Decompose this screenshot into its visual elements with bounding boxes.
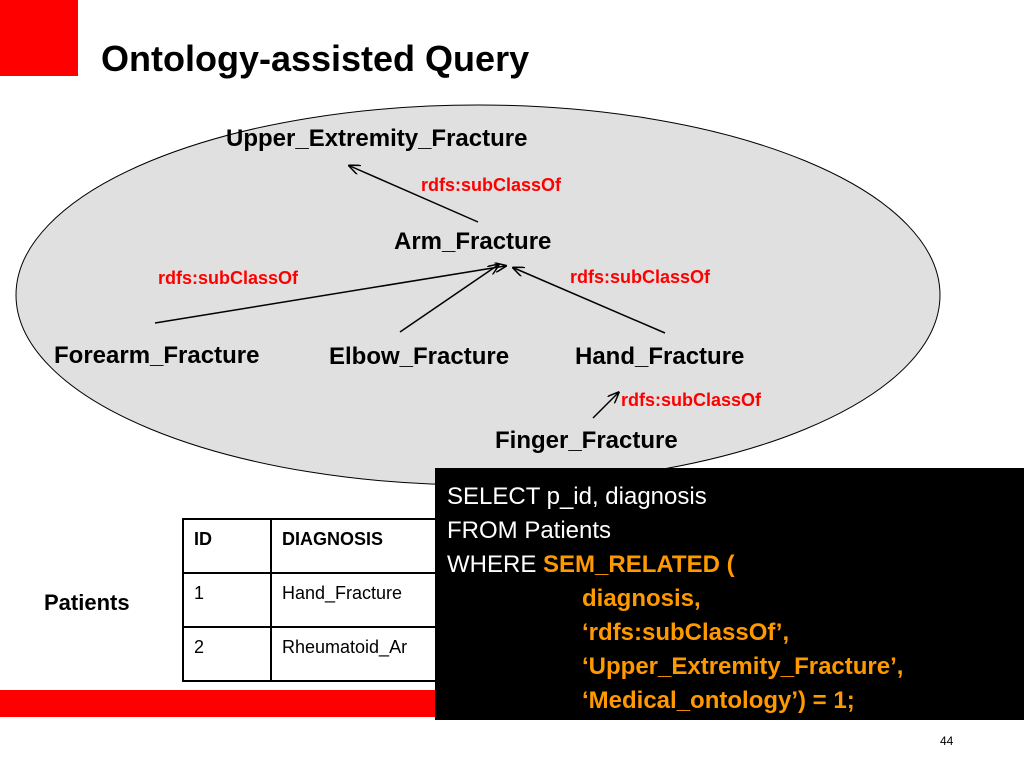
patients-table-label: Patients	[44, 590, 130, 615]
arrow-forearm-to-arm	[154, 266, 505, 324]
query-where-keyword: WHERE	[447, 551, 543, 578]
relation-label-hand-to-arm: rdfs:subClassOf	[570, 267, 711, 287]
node-hand-fracture: Hand_Fracture	[575, 343, 745, 370]
arrow-arm-to-upper	[350, 166, 479, 223]
query-arg-concept: ‘Upper_Extremity_Fracture’,	[582, 653, 904, 680]
corner-accent-block	[0, 0, 78, 76]
cell-id: 1	[182, 572, 272, 628]
query-line-where: WHERE SEM_RELATED (	[447, 548, 1024, 582]
cell-id: 2	[182, 626, 272, 682]
query-arg-ontology: ‘Medical_ontology’) = 1;	[582, 687, 855, 714]
arrow-hand-to-arm	[514, 268, 666, 334]
column-header-id: ID	[182, 518, 272, 574]
relation-label-forearm-to-arm: rdfs:subClassOf	[158, 268, 299, 288]
arrow-finger-to-hand	[592, 393, 618, 419]
node-upper-extremity-fracture: Upper_Extremity_Fracture	[226, 125, 528, 152]
relation-label-finger-to-hand: rdfs:subClassOf	[621, 390, 762, 410]
query-arg-diagnosis: diagnosis,	[582, 585, 701, 612]
sql-query-box: SELECT p_id, diagnosis FROM Patients WHE…	[435, 468, 1024, 720]
arrow-elbow-to-arm	[399, 265, 498, 333]
page-number: 44	[940, 734, 954, 748]
node-finger-fracture: Finger_Fracture	[495, 427, 678, 454]
query-line-from: FROM Patients	[447, 517, 612, 544]
node-elbow-fracture: Elbow_Fracture	[329, 343, 510, 370]
node-forearm-fracture: Forearm_Fracture	[54, 342, 260, 369]
query-sem-related: SEM_RELATED (	[543, 551, 735, 578]
relation-label-arm-to-upper: rdfs:subClassOf	[421, 175, 562, 195]
node-arm-fracture: Arm_Fracture	[394, 228, 552, 255]
query-line-select: SELECT p_id, diagnosis	[447, 483, 707, 510]
query-arg-relation: ‘rdfs:subClassOf’,	[582, 619, 790, 646]
page-title: Ontology-assisted Query	[101, 38, 530, 79]
ontology-ellipse	[15, 104, 941, 486]
